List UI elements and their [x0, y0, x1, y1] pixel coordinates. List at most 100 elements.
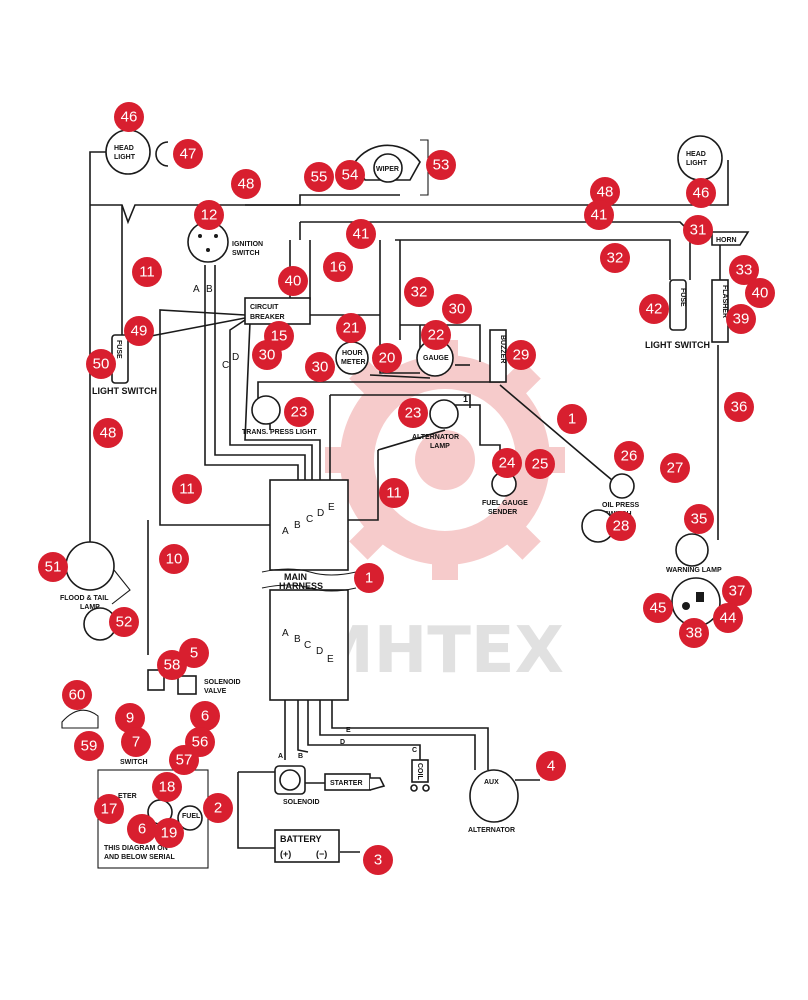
- callout-marker[interactable]: [203, 793, 233, 823]
- callout-marker[interactable]: [584, 200, 614, 230]
- callout-22[interactable]: 22: [421, 320, 451, 350]
- callout-26[interactable]: 26: [614, 441, 644, 471]
- callout-marker[interactable]: [354, 563, 384, 593]
- callout-28[interactable]: 28: [606, 511, 636, 541]
- callout-marker[interactable]: [62, 680, 92, 710]
- callout-41[interactable]: 41: [346, 219, 376, 249]
- callout-marker[interactable]: [684, 504, 714, 534]
- callout-marker[interactable]: [363, 845, 393, 875]
- callout-marker[interactable]: [600, 243, 630, 273]
- callout-21[interactable]: 21: [336, 313, 366, 343]
- callout-marker[interactable]: [124, 316, 154, 346]
- callout-33[interactable]: 33: [729, 255, 759, 285]
- callout-marker[interactable]: [127, 814, 157, 844]
- callout-6[interactable]: 6: [190, 701, 220, 731]
- callout-marker[interactable]: [94, 794, 124, 824]
- callout-59[interactable]: 59: [74, 731, 104, 761]
- callout-marker[interactable]: [729, 255, 759, 285]
- callout-marker[interactable]: [713, 603, 743, 633]
- callout-3[interactable]: 3: [363, 845, 393, 875]
- callout-52[interactable]: 52: [109, 607, 139, 637]
- callout-marker[interactable]: [722, 576, 752, 606]
- callout-30[interactable]: 30: [305, 352, 335, 382]
- callout-5[interactable]: 5: [179, 638, 209, 668]
- callout-53[interactable]: 53: [426, 150, 456, 180]
- callout-marker[interactable]: [726, 304, 756, 334]
- callout-marker[interactable]: [86, 349, 116, 379]
- callout-marker[interactable]: [179, 638, 209, 668]
- callout-40[interactable]: 40: [278, 266, 308, 296]
- callout-marker[interactable]: [154, 818, 184, 848]
- callout-20[interactable]: 20: [372, 343, 402, 373]
- callout-31[interactable]: 31: [683, 215, 713, 245]
- callout-marker[interactable]: [109, 607, 139, 637]
- callout-marker[interactable]: [323, 252, 353, 282]
- callout-4[interactable]: 4: [536, 751, 566, 781]
- callout-47[interactable]: 47: [173, 139, 203, 169]
- callout-48[interactable]: 48: [590, 177, 620, 207]
- callout-46[interactable]: 46: [686, 178, 716, 208]
- callout-9[interactable]: 9: [115, 703, 145, 733]
- callout-57[interactable]: 57: [169, 745, 199, 775]
- callout-marker[interactable]: [336, 313, 366, 343]
- callout-marker[interactable]: [194, 200, 224, 230]
- callout-38[interactable]: 38: [679, 618, 709, 648]
- callout-51[interactable]: 51: [38, 552, 68, 582]
- callout-marker[interactable]: [305, 352, 335, 382]
- callout-11[interactable]: 11: [379, 478, 409, 508]
- callout-42[interactable]: 42: [639, 294, 669, 324]
- callout-2[interactable]: 2: [203, 793, 233, 823]
- callout-marker[interactable]: [169, 745, 199, 775]
- callout-35[interactable]: 35: [684, 504, 714, 534]
- callout-marker[interactable]: [421, 320, 451, 350]
- callout-marker[interactable]: [660, 453, 690, 483]
- callout-marker[interactable]: [404, 277, 434, 307]
- callout-25[interactable]: 25: [525, 449, 555, 479]
- callout-marker[interactable]: [614, 441, 644, 471]
- callout-30[interactable]: 30: [442, 294, 472, 324]
- callout-32[interactable]: 32: [404, 277, 434, 307]
- callout-marker[interactable]: [121, 727, 151, 757]
- callout-24[interactable]: 24: [492, 448, 522, 478]
- callout-1[interactable]: 1: [557, 404, 587, 434]
- callout-marker[interactable]: [679, 618, 709, 648]
- callout-marker[interactable]: [724, 392, 754, 422]
- callout-marker[interactable]: [639, 294, 669, 324]
- callout-19[interactable]: 19: [154, 818, 184, 848]
- callout-marker[interactable]: [506, 340, 536, 370]
- callout-marker[interactable]: [173, 139, 203, 169]
- callout-7[interactable]: 7: [121, 727, 151, 757]
- callout-marker[interactable]: [93, 418, 123, 448]
- callout-50[interactable]: 50: [86, 349, 116, 379]
- callout-marker[interactable]: [492, 448, 522, 478]
- callout-1[interactable]: 1: [354, 563, 384, 593]
- callout-58[interactable]: 58: [157, 650, 187, 680]
- callout-23[interactable]: 23: [284, 397, 314, 427]
- callout-36[interactable]: 36: [724, 392, 754, 422]
- callout-12[interactable]: 12: [194, 200, 224, 230]
- callout-marker[interactable]: [442, 294, 472, 324]
- callout-48[interactable]: 48: [93, 418, 123, 448]
- callout-54[interactable]: 54: [335, 160, 365, 190]
- callout-marker[interactable]: [335, 160, 365, 190]
- callout-55[interactable]: 55: [304, 162, 334, 192]
- callout-40[interactable]: 40: [745, 278, 775, 308]
- callout-marker[interactable]: [379, 478, 409, 508]
- callout-29[interactable]: 29: [506, 340, 536, 370]
- callout-marker[interactable]: [536, 751, 566, 781]
- callout-marker[interactable]: [686, 178, 716, 208]
- callout-60[interactable]: 60: [62, 680, 92, 710]
- callout-11[interactable]: 11: [132, 257, 162, 287]
- callout-marker[interactable]: [426, 150, 456, 180]
- callout-marker[interactable]: [557, 404, 587, 434]
- callout-marker[interactable]: [683, 215, 713, 245]
- callout-48[interactable]: 48: [231, 169, 261, 199]
- callout-17[interactable]: 17: [94, 794, 124, 824]
- callout-marker[interactable]: [346, 219, 376, 249]
- callout-marker[interactable]: [304, 162, 334, 192]
- callout-marker[interactable]: [372, 343, 402, 373]
- callout-marker[interactable]: [525, 449, 555, 479]
- callout-marker[interactable]: [114, 102, 144, 132]
- callout-marker[interactable]: [590, 177, 620, 207]
- callout-marker[interactable]: [745, 278, 775, 308]
